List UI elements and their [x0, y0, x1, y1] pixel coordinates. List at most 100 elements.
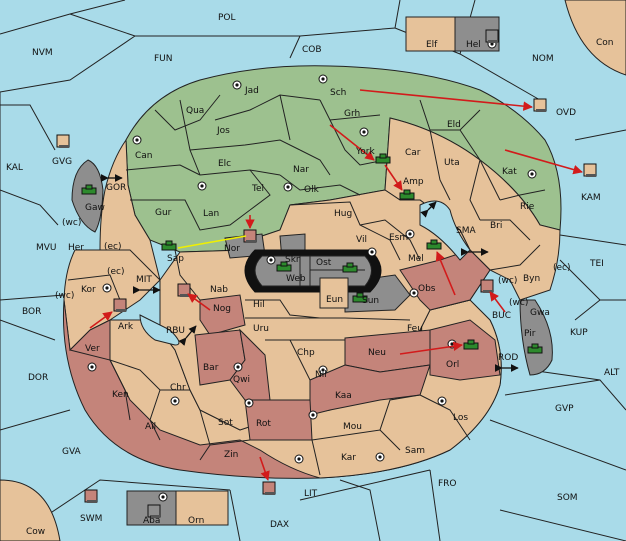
territory-gaw[interactable]	[71, 159, 104, 233]
label-wc2: (wc)	[498, 276, 517, 286]
label-web: Web	[286, 274, 306, 284]
order-obs-mel	[435, 251, 456, 296]
label-amp: Amp	[403, 177, 424, 187]
order-sch-ovd	[359, 89, 533, 111]
territory-pir[interactable]	[519, 299, 553, 376]
label-ovd: OVD	[556, 108, 576, 118]
fleet-aba[interactable]	[147, 504, 161, 518]
order-kat-kam	[504, 149, 583, 175]
label-fro: FRO	[438, 479, 457, 489]
territory-orl[interactable]	[429, 319, 501, 381]
label-bri: Bri	[490, 221, 502, 231]
unit-ost[interactable]	[342, 262, 358, 273]
label-tei: TEI	[589, 259, 604, 269]
unit-sap[interactable]	[161, 240, 177, 251]
unit-amp[interactable]	[399, 189, 415, 200]
label-uta: Uta	[444, 158, 460, 168]
territory-eun[interactable]	[319, 277, 349, 309]
supply-center-mou	[308, 410, 318, 420]
map-labels: POL NVM FUN COB NOM Con Elf Hel OVD KAL …	[6, 13, 620, 537]
label-qwi: Qwi	[233, 375, 250, 385]
fleet-lit[interactable]	[262, 481, 276, 495]
label-qua: Qua	[186, 106, 204, 116]
label-hug: Hug	[334, 209, 352, 219]
fleet-hel[interactable]	[485, 29, 499, 43]
label-olk: Olk	[304, 185, 320, 195]
order-grh-york	[329, 124, 375, 161]
label-her: Her	[68, 243, 84, 253]
label-gur: Gur	[155, 208, 172, 218]
supply-center-tel	[409, 288, 419, 298]
unit-york[interactable]	[375, 153, 391, 164]
fleet-ark[interactable]	[113, 298, 127, 312]
unit-pir[interactable]	[527, 343, 543, 354]
label-bar: Bar	[203, 363, 219, 373]
label-hel: Hel	[466, 40, 481, 50]
label-ec3: (ec)	[553, 263, 571, 273]
fleet-kam[interactable]	[583, 163, 597, 177]
label-ec2: (ec)	[107, 267, 125, 277]
fleet-swm[interactable]	[84, 489, 98, 503]
supply-center-los	[437, 396, 447, 406]
supply-center-kor	[102, 283, 112, 293]
label-feu: Feu	[407, 324, 423, 334]
order-york-amp	[384, 164, 403, 191]
label-tel: Tel	[251, 184, 264, 194]
territory-nog[interactable]	[199, 294, 246, 336]
fleet-buc[interactable]	[480, 279, 494, 293]
supply-center-ail	[170, 396, 180, 406]
label-sch: Sch	[330, 88, 346, 98]
label-alt: ALT	[604, 368, 620, 378]
unit-orl[interactable]	[463, 339, 479, 350]
supply-center-ost	[367, 247, 377, 257]
fleet-nab[interactable]	[177, 283, 191, 297]
province-borders	[67, 94, 546, 476]
label-gwa: Gwa	[530, 308, 550, 318]
supply-center-kat	[527, 169, 537, 179]
label-byn: Byn	[523, 274, 540, 284]
unit-web[interactable]	[276, 261, 292, 272]
supply-center-jad	[232, 80, 242, 90]
label-kat: Kat	[502, 167, 517, 177]
label-kal: KAL	[6, 163, 23, 173]
label-gor: GOR	[106, 183, 126, 193]
move-orders	[89, 89, 583, 481]
label-obs: Obs	[418, 284, 436, 294]
label-chp: Chp	[297, 348, 315, 358]
label-con: Con	[596, 38, 614, 48]
label-kor: Kor	[81, 285, 96, 295]
supply-center-qwi	[233, 362, 243, 372]
label-chr: Chr	[170, 383, 186, 393]
supply-center-kaa	[318, 365, 328, 375]
unit-sun[interactable]	[352, 292, 368, 303]
region-tan-east	[384, 117, 561, 301]
label-ost: Ost	[316, 258, 332, 268]
label-wc3: (wc)	[509, 298, 528, 308]
label-nvm: NVM	[32, 48, 53, 58]
label-rbu: RBU	[166, 326, 185, 336]
label-zin: Zin	[224, 450, 238, 460]
territory-obs[interactable]	[399, 249, 491, 311]
label-kam: KAM	[581, 193, 601, 203]
sea-rbu[interactable]	[139, 314, 180, 346]
label-york: York	[355, 147, 376, 157]
territory-elf[interactable]	[405, 16, 456, 52]
label-uru: Uru	[253, 324, 269, 334]
unit-gaw[interactable]	[81, 184, 97, 195]
label-rot: Rot	[256, 419, 271, 429]
label-rie: Rie	[520, 202, 535, 212]
label-elf: Elf	[426, 40, 438, 50]
label-ec1: (ec)	[104, 242, 122, 252]
territory-orn[interactable]	[175, 490, 229, 526]
label-gvg: GVG	[52, 157, 72, 167]
label-orn: Orn	[188, 516, 204, 526]
fleet-ovd[interactable]	[533, 98, 547, 112]
fleet-gvg[interactable]	[56, 134, 70, 148]
unit-mel[interactable]	[426, 239, 442, 250]
label-los: Los	[453, 413, 468, 423]
label-rod: ROD	[498, 353, 518, 363]
order-zin-lit	[259, 456, 270, 481]
label-neu: Neu	[368, 348, 386, 358]
